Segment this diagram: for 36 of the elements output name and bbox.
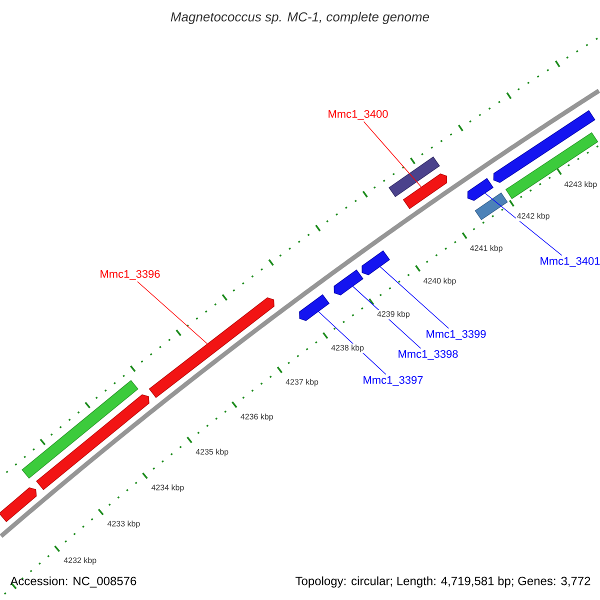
gene-block: [493, 110, 596, 183]
tick-label: 4232 kbp: [62, 556, 98, 566]
gene-block: [0, 487, 37, 522]
tick-label: 4240 kbp: [422, 276, 458, 286]
tick-label: 4234 kbp: [150, 483, 186, 493]
tick-label: 4243 kbp: [563, 180, 598, 190]
footer-text: Topology: circular; Length: 4,719,581 bp; Genes: 3,772: [296, 576, 590, 588]
diagram-title: Magnetococcus sp. MC-1, complete genome: [170, 12, 430, 24]
gene-label: Mmc1_3396: [100, 270, 160, 280]
gene-label: Mmc1_3401: [540, 257, 600, 267]
gene-block: [148, 297, 274, 398]
gene-label: Mmc1_3399: [426, 330, 486, 340]
gene-label: Mmc1_3398: [398, 350, 458, 360]
gene-block: [505, 132, 598, 200]
gene-block: [467, 178, 494, 201]
gene-block: [334, 269, 364, 296]
tick-label: 4235 kbp: [194, 448, 230, 458]
tick-label: 4238 kbp: [330, 344, 366, 354]
tick-label: 4241 kbp: [468, 244, 504, 254]
leader-line: [484, 192, 562, 256]
leader-line: [137, 281, 208, 344]
footer-text: Accession: NC_008576: [10, 576, 136, 588]
tick-label: 4233 kbp: [106, 520, 142, 530]
gene-block: [22, 380, 138, 479]
gene-block: [299, 294, 330, 321]
gene-block: [36, 394, 150, 490]
leader-line: [363, 121, 422, 188]
tick-label: 4242 kbp: [516, 212, 551, 222]
leader-line: [380, 266, 449, 329]
gene-label: Mmc1_3397: [364, 376, 423, 386]
gene-block: [474, 192, 508, 220]
tick-label: 4237 kbp: [284, 378, 320, 388]
gene-block: [362, 250, 390, 276]
tick-label: 4239 kbp: [376, 310, 411, 320]
gene-label: Mmc1_3400: [328, 110, 388, 120]
tick-label: 4236 kbp: [239, 412, 274, 422]
